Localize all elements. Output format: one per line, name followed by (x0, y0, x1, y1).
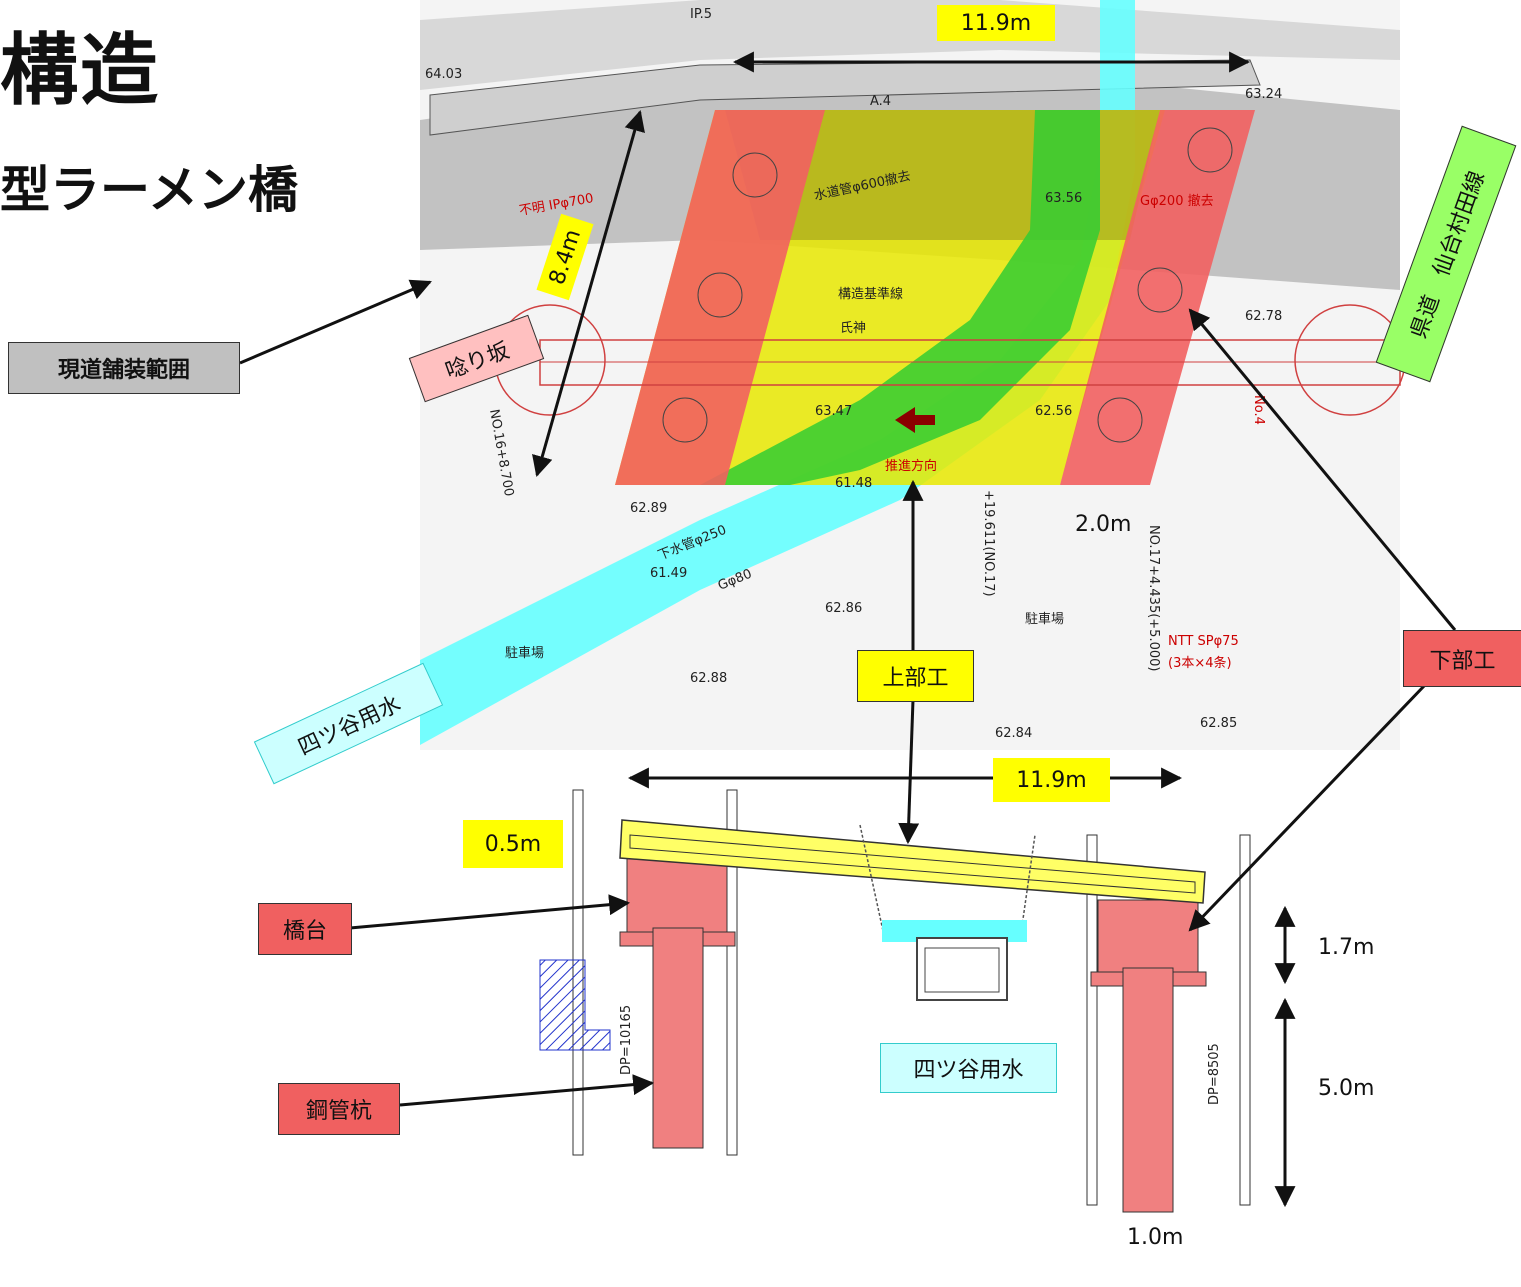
pile-right (1122, 967, 1174, 1213)
plan-elev-5: 62.56 (1035, 404, 1072, 419)
plan-elev-3: 63.56 (1045, 191, 1082, 206)
plan-elev-11: 62.88 (690, 671, 727, 686)
substructure-label: 下部工 (1403, 630, 1521, 687)
push-direction-arrow (895, 407, 935, 433)
plan-ntt: NTT SPφ75 (1168, 634, 1239, 649)
plan-elev-1: 64.03 (425, 67, 462, 82)
retaining-wall (539, 959, 611, 1051)
section-view: DP=10165 DP=8505 (539, 789, 1251, 1213)
pile-leader (399, 1074, 655, 1107)
section-dp-left: DP=10165 (619, 1005, 634, 1075)
yotsuya-canal-section-label: 四ツ谷用水 (880, 1043, 1057, 1093)
abutment-right (1097, 899, 1199, 976)
green-band (700, 110, 1100, 485)
sub-leader-up (1188, 308, 1457, 631)
abutment-plan-right (1060, 110, 1255, 485)
plan-ntt-count: (3本×4条) (1168, 655, 1232, 671)
plan-elev-2: 63.24 (1245, 87, 1282, 102)
section-span-label: 11.9m (993, 758, 1110, 802)
plan-parking-2: 駐車場 (1025, 612, 1064, 627)
plan-ip: IP.5 (690, 7, 712, 22)
sheet-pile-2 (726, 789, 738, 1156)
section-dp-right: DP=8505 (1207, 1043, 1222, 1105)
canal-water (882, 920, 1027, 942)
abutment-height-label: 1.7m (1318, 935, 1375, 960)
plan-offset-label: 2.0m (1075, 512, 1132, 537)
plan-station-2: +19.611(NO.17) (981, 490, 996, 597)
steel-pile-label: 鋼管杭 (278, 1083, 400, 1135)
road-gray-upper (420, 0, 1400, 90)
pile-length-label: 5.0m (1318, 1076, 1375, 1101)
abutment-label: 橋台 (258, 903, 352, 955)
plan-elev-6: 63.47 (815, 404, 852, 419)
abutment-left (626, 854, 728, 936)
plan-gas-pipe: Gφ200 撤去 (1140, 193, 1214, 209)
plan-no4: No.4 (1251, 395, 1266, 425)
pavement-leader (239, 279, 432, 365)
plan-elev-12: 62.84 (995, 726, 1032, 741)
abutment-plan-left (615, 110, 825, 485)
plan-elev-13: 62.85 (1200, 716, 1237, 731)
sheet-pile-4 (1239, 834, 1251, 1206)
plan-elev-10: 62.86 (825, 601, 862, 616)
super-leader-down (898, 699, 920, 845)
plan-a4: A.4 (870, 94, 891, 109)
slab-thickness-label: 0.5m (463, 820, 563, 868)
existing-pavement-label: 現道舗装範囲 (8, 342, 240, 394)
plan-station-3: NO.17+4.435(+5.000) (1146, 525, 1161, 671)
plan-depth-arrow (532, 109, 645, 478)
plan-shrine: 氏神 (840, 321, 866, 336)
pile-left (652, 927, 704, 1149)
pile-width-label: 1.0m (1127, 1225, 1184, 1250)
canal-box (916, 937, 1008, 1001)
sub-leader-down (1188, 683, 1427, 932)
plan-elev-4: 62.78 (1245, 309, 1282, 324)
superstructure-label: 上部工 (857, 650, 974, 702)
plan-push-dir: 推進方向 (885, 458, 937, 474)
plan-elev-7: 61.48 (835, 476, 872, 491)
plan-struct-baseline: 構造基準線 (838, 286, 903, 302)
plan-elev-9: 62.89 (630, 501, 667, 516)
canal-box-inner (924, 947, 1000, 993)
page-title: 構造 (0, 26, 161, 116)
plan-width-label: 11.9m (937, 5, 1055, 41)
deck-slab-inner (629, 834, 1196, 894)
plan-elev-8: 61.49 (650, 566, 687, 581)
plan-parking-1: 駐車場 (505, 646, 544, 661)
sheet-pile-3 (1086, 834, 1098, 1206)
slope-band (429, 59, 1261, 136)
abutment-leader (349, 894, 631, 930)
page-subtitle: 型ラーメン橋 (0, 161, 298, 219)
